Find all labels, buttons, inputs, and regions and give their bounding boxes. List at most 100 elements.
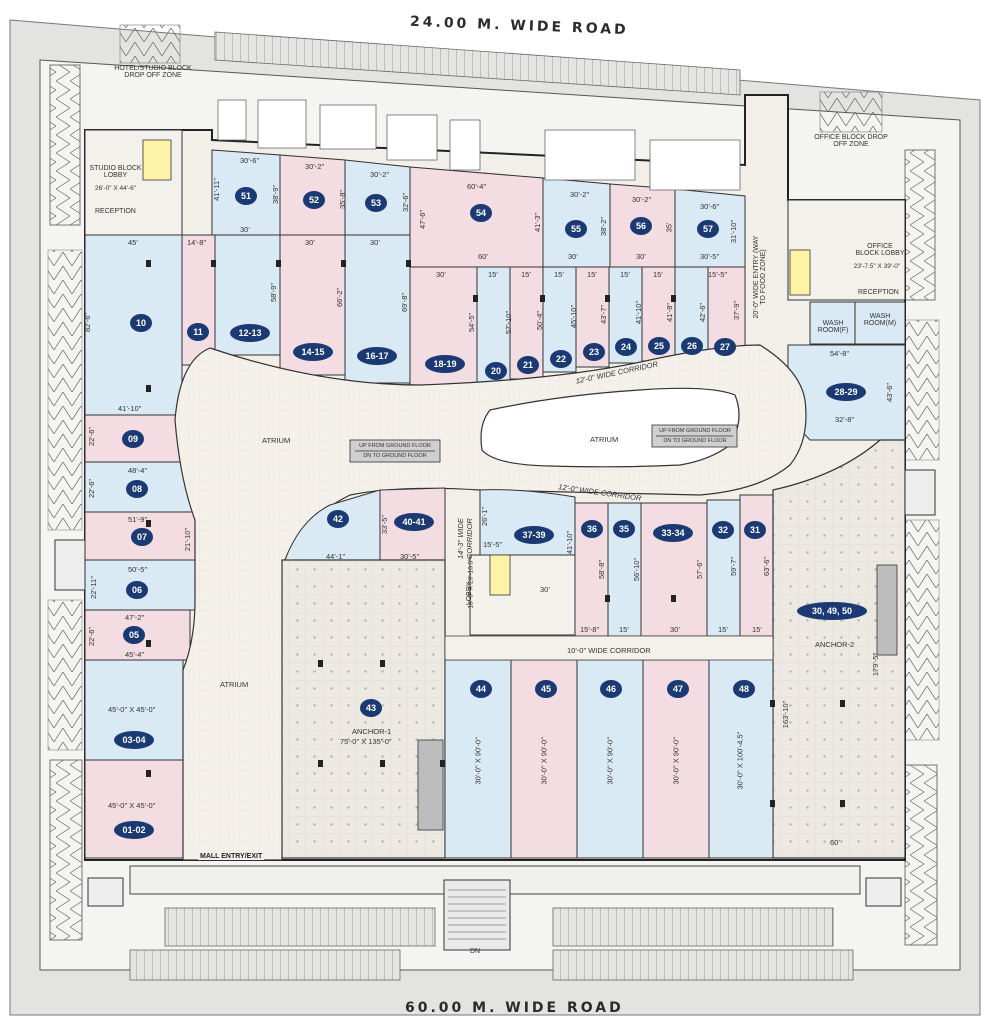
- dim-label: 30': [436, 270, 446, 279]
- unit-badge-label: 27: [720, 342, 730, 352]
- dim-label: 15': [521, 270, 531, 279]
- escalator-anchor-2: [876, 564, 898, 656]
- entry-label: 20'-0" WIDE ENTRY (WAY TO FOOD ZONE): [753, 235, 767, 319]
- dim-label: 45'-4": [125, 650, 145, 659]
- dim-label: 60'-4": [467, 182, 487, 191]
- unit-48-shape: [708, 637, 774, 859]
- unit-badge-bg: [744, 521, 766, 539]
- unit-badge-bg: [733, 680, 755, 698]
- escalator-atrium: [349, 439, 441, 463]
- dim-label: 15': [653, 270, 663, 279]
- unit-badge-label: 31: [750, 525, 760, 535]
- unit-badge-bg: [517, 356, 539, 374]
- unit-badge-label: 32: [718, 525, 728, 535]
- dim-label: 41'-10": [118, 404, 142, 413]
- dim-label: 30': [305, 238, 315, 247]
- dim-label: 15': [718, 625, 728, 634]
- unit-badge-25: 25: [648, 337, 670, 355]
- dim-label-v: 43'-7": [599, 304, 609, 325]
- unit-badge-52: 52: [303, 191, 325, 209]
- dim-label-v: 63'-6": [762, 556, 772, 577]
- dim-label-v: 22'-6": [87, 478, 97, 499]
- dim-label-v: 66'-2": [335, 287, 345, 308]
- unit-badge-bg: [797, 602, 867, 620]
- studio-reception-label: RECEPTION: [95, 208, 136, 215]
- bottom-parking-right: [552, 907, 834, 947]
- unit-badge-bg: [514, 526, 554, 544]
- unit-badge-bg: [583, 343, 605, 361]
- unit-badge-label: 42: [333, 514, 343, 524]
- unit-badge-22: 22: [550, 350, 572, 368]
- left-parking-hatch: [47, 249, 83, 531]
- escalator-label-1: UP FROM GROUND FLOOR: [359, 443, 431, 449]
- unit-badge-bg: [581, 520, 603, 538]
- unit-badge-05: 05: [123, 626, 145, 644]
- unit-31-shape: [739, 494, 774, 637]
- dim-label-v: 58'-8": [597, 559, 607, 580]
- unit-dim-03-04: 45'-0" X 45'-0": [108, 705, 156, 714]
- unit-badge-bg: [303, 191, 325, 209]
- dim-label: 30': [240, 225, 250, 234]
- unit-badge-label: 33-34: [661, 528, 684, 538]
- studio-lobby-dim: 26'-0" X 44'-6": [94, 185, 137, 192]
- unit-badge-bg: [357, 347, 397, 365]
- unit-badge-label: 26: [687, 341, 697, 351]
- unit-badge-03-04: 03-04: [114, 731, 154, 749]
- dim-label-v: 43'-6": [885, 382, 895, 403]
- dim-label: 54'-8": [830, 349, 850, 358]
- unit-badge-label: 44: [476, 684, 486, 694]
- dim-label-v: 22'-6": [87, 426, 97, 447]
- unit-badge-label: 10: [136, 318, 146, 328]
- unit-badge-44: 44: [470, 680, 492, 698]
- washroom-f-label: WASH ROOM(F): [817, 320, 849, 334]
- atrium-label-2: ATRIUM: [590, 435, 619, 444]
- unit-badge-bg: [293, 343, 333, 361]
- unit-badge-bg: [613, 520, 635, 538]
- atrium-label-1: ATRIUM: [262, 436, 291, 445]
- dim-label-v: 37'-9": [732, 300, 742, 321]
- unit-badge-bg: [123, 626, 145, 644]
- unit-badge-label: 12-13: [238, 328, 261, 338]
- unit-badge-label: 47: [673, 684, 683, 694]
- dim-label: 30'-2": [570, 190, 590, 199]
- bottom-left-stair: [87, 877, 124, 907]
- unit-badge-08: 08: [126, 480, 148, 498]
- unit-dim-46: 30'-0" X 90'-0": [605, 737, 615, 785]
- dim-label: 30': [370, 238, 380, 247]
- unit-badge-label: 11: [193, 327, 203, 337]
- unit-badge-35: 35: [613, 520, 635, 538]
- unit-badge-51: 51: [235, 187, 257, 205]
- unit-badge-54: 54: [470, 204, 492, 222]
- dim-label-v: 41'-8": [665, 302, 675, 323]
- unit-badge-46: 46: [600, 680, 622, 698]
- ramp-bottom-left: [49, 759, 83, 941]
- dn-label: DN: [470, 948, 481, 955]
- dim-label-v: 58'-9": [269, 282, 279, 303]
- atrium-floor: [174, 344, 807, 861]
- unit-badge-label: 24: [621, 342, 631, 352]
- left-stair: [54, 539, 86, 591]
- unit-badge-21: 21: [517, 356, 539, 374]
- unit-badge-bg: [131, 528, 153, 546]
- unit-badge-label: 54: [476, 208, 486, 218]
- dim-label-v: 54'-5": [467, 312, 477, 333]
- dim-label: 30': [568, 252, 578, 261]
- bottom-parking-right-2: [552, 949, 854, 981]
- unit-badge-16-17: 16-17: [357, 347, 397, 365]
- office-lift-block: [789, 249, 811, 296]
- dim-label-v: 42'-6": [698, 302, 708, 323]
- hotel-dropoff-hatch: [119, 24, 181, 64]
- washroom-m-shape: [854, 301, 906, 345]
- office-dropoff-label: OFFICE BLOCK DROP OFF ZONE: [814, 134, 888, 148]
- unit-badge-43: 43: [360, 699, 382, 717]
- unit-badge-53: 53: [365, 194, 387, 212]
- studio-lobby-label: STUDIO BLOCK LOBBY: [89, 165, 142, 179]
- unit-dim-45: 30'-0" X 90'-0": [539, 737, 549, 785]
- ramp-top-right: [904, 149, 936, 301]
- unit-badge-bg: [365, 194, 387, 212]
- unit-badge-bg: [648, 337, 670, 355]
- unit-badge-label: 25: [654, 341, 664, 351]
- unit-badge-label: 48: [739, 684, 749, 694]
- unit-badge-bg: [425, 355, 465, 373]
